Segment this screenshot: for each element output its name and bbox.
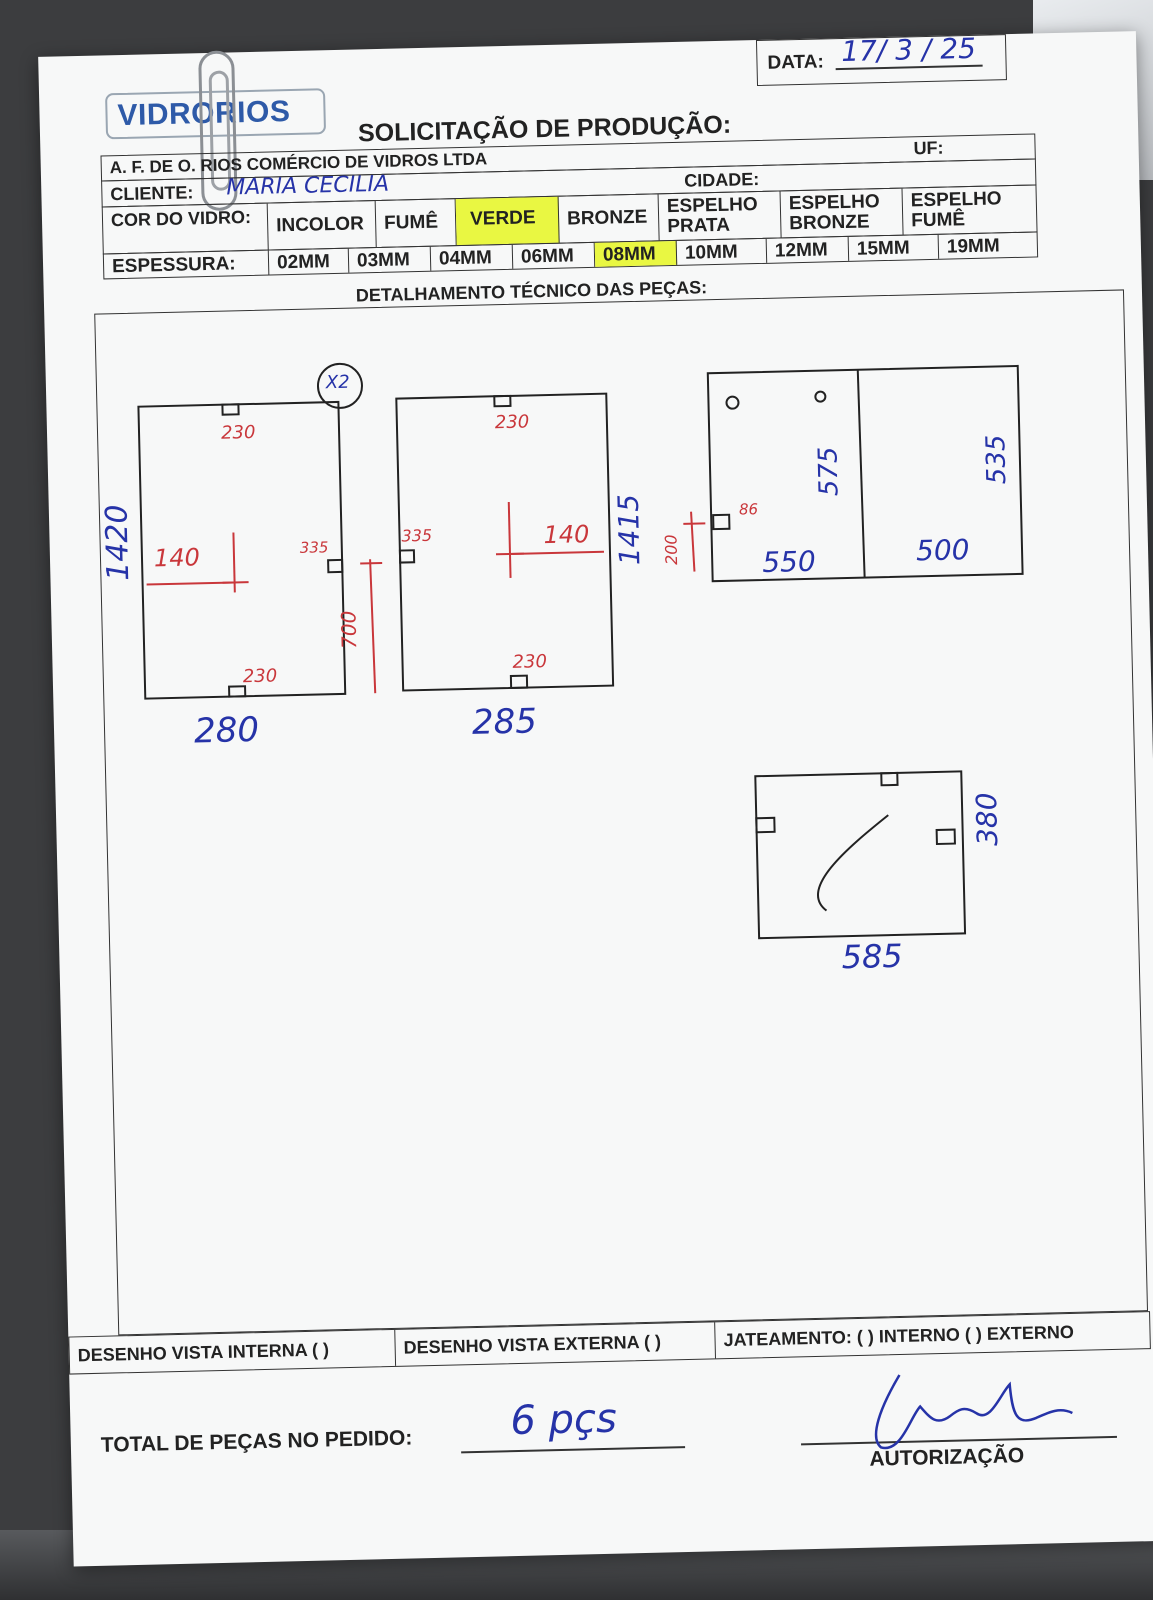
piece-3-small-mark: 86 <box>738 500 759 519</box>
production-request-sheet: VIDRORIOS DATA: 17/ 3 / 25 SOLICITAÇÃO D… <box>38 31 1153 1567</box>
piece-1-hole-y: 700 <box>336 610 362 650</box>
piece-2-hole-x: 140 <box>543 520 590 550</box>
piece-1-width: 280 <box>193 709 260 752</box>
piece-4-right-notch <box>935 828 956 846</box>
piece-3-outline <box>706 364 1024 583</box>
piece-1-bottom-notch <box>228 685 247 698</box>
piece-2-bottom-mark: 230 <box>512 651 548 673</box>
piece-2-hole-h <box>509 550 604 555</box>
piece-3-width-left: 550 <box>761 544 817 580</box>
total-pieces-value: 6 pçs <box>509 1395 618 1445</box>
piece-2-side-mark: 335 <box>401 525 433 546</box>
piece-3-side-mark: 200 <box>661 534 682 566</box>
piece-2-top-notch <box>493 394 512 408</box>
external-view-option[interactable]: DESENHO VISTA EXTERNA ( ) <box>395 1322 717 1366</box>
piece-4-curve <box>817 814 889 912</box>
piece-3-width-right: 500 <box>915 533 970 568</box>
piece-3-height-right: 535 <box>981 434 1013 485</box>
piece-3-side-notch <box>712 513 731 531</box>
piece-4-left-notch <box>755 816 776 834</box>
piece-1-height: 1420 <box>99 504 137 582</box>
internal-view-option[interactable]: DESENHO VISTA INTERNA ( ) <box>69 1329 397 1374</box>
piece-3-hole-2 <box>814 390 827 403</box>
piece-1-qty: X2 <box>325 371 350 394</box>
piece-1-side-mark: 335 <box>299 538 329 557</box>
piece-2-drawing <box>395 392 615 692</box>
piece-1-drawing <box>137 362 383 700</box>
piece-1-top-notch <box>221 403 240 416</box>
piece-2-bottom-notch <box>509 674 529 689</box>
piece-3-hole-1 <box>725 395 740 410</box>
authorization-signature <box>874 1374 1073 1450</box>
piece-1-hole-h <box>146 581 235 586</box>
piece-1-top-mark: 230 <box>220 421 256 444</box>
piece-1-bottom-mark: 230 <box>242 665 278 688</box>
technical-drawings <box>137 362 1024 940</box>
piece-4-height: 380 <box>969 792 1005 847</box>
piece-2-side-notch <box>398 549 416 564</box>
total-pieces-line <box>461 1446 686 1454</box>
piece-3-drawing <box>683 364 1024 583</box>
piece-1-hole-x: 140 <box>153 543 201 573</box>
piece-4-width: 585 <box>841 936 904 977</box>
piece-3-height-left: 575 <box>813 446 845 497</box>
total-pieces-label: TOTAL DE PEÇAS NO PEDIDO: <box>100 1426 413 1457</box>
piece-4-drawing <box>754 770 967 940</box>
sandblasting-option[interactable]: JATEAMENTO: ( ) INTERNO ( ) EXTERNO <box>723 1321 1075 1351</box>
piece-1-side-notch <box>327 558 344 574</box>
authorization-label: AUTORIZAÇÃO <box>869 1444 1025 1471</box>
piece-1-height-guide <box>369 559 377 694</box>
piece-3-divider <box>856 369 866 578</box>
piece-4-outline <box>754 770 967 940</box>
piece-2-top-mark: 230 <box>494 411 530 434</box>
piece-2-width: 285 <box>471 701 538 743</box>
piece-2-height: 1415 <box>611 493 647 566</box>
piece-2-hole-v <box>507 501 512 578</box>
piece-4-top-notch <box>880 771 899 787</box>
piece-1-qty-circle <box>316 362 363 409</box>
